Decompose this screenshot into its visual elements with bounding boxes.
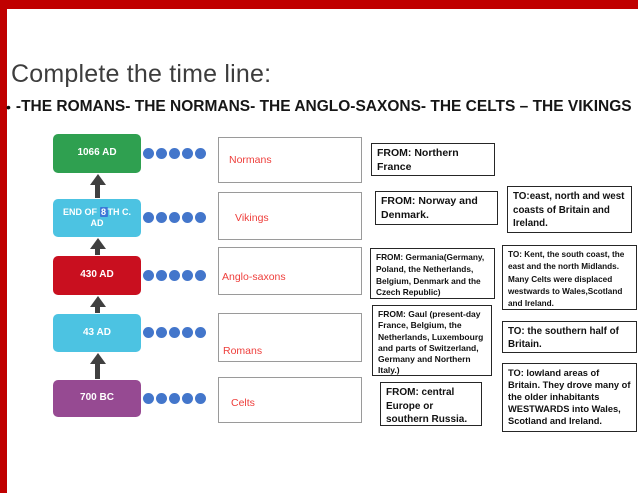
label-prefix: END OF [62, 206, 100, 217]
arrow-head [89, 238, 106, 249]
connector-dots [143, 327, 206, 338]
timeline-event-label: 1066 AD [77, 147, 117, 159]
arrow-head [89, 353, 106, 364]
from-text: FROM: Northern France [377, 147, 459, 173]
red-top-accent-bar [0, 0, 638, 9]
to-text: TO: lowland areas of Britain. They drove… [508, 368, 631, 427]
dot-icon [156, 393, 167, 404]
dot-icon [169, 212, 180, 223]
connector-dots [143, 212, 206, 223]
dot-icon [156, 148, 167, 159]
label-box-celts[interactable]: Celts [218, 377, 362, 423]
from-box-celts[interactable]: FROM: central Europe or southern Russia. [380, 382, 482, 426]
to-box-romans[interactable]: TO: the southern half of Britain. [502, 321, 637, 353]
to-text: TO:east, north and west coasts of Britai… [513, 191, 625, 230]
from-box-vikings[interactable]: FROM: Norway and Denmark. [375, 191, 498, 225]
dot-icon [143, 393, 154, 404]
arrow-shaft [95, 249, 100, 255]
dot-icon [182, 212, 193, 223]
timeline-event-43ad[interactable]: 43 AD [53, 314, 141, 352]
from-text: FROM: central Europe or southern Russia. [386, 387, 468, 425]
red-left-accent-bar [0, 0, 7, 493]
dot-icon [143, 212, 154, 223]
arrow-shaft [95, 185, 100, 198]
timeline-event-label: 43 AD [83, 326, 111, 338]
label-box-normans[interactable]: Normans [218, 137, 362, 183]
from-box-normans[interactable]: FROM: Northern France [371, 143, 495, 176]
label-box-anglo-saxons[interactable]: Anglo-saxons [218, 247, 362, 295]
arrow-shaft [95, 364, 100, 379]
timeline-event-label: 430 AD [80, 269, 114, 281]
timeline-event-700bc[interactable]: 700 BC [53, 380, 141, 417]
dot-icon [182, 148, 193, 159]
dot-icon [169, 327, 180, 338]
up-arrow-icon [89, 238, 106, 255]
dot-icon [169, 270, 180, 281]
to-text: TO: Kent, the south coast, the east and … [508, 250, 625, 309]
page-title: Complete the time line: [11, 60, 272, 88]
label-text: Romans [223, 345, 263, 357]
connector-dots [143, 393, 206, 404]
dot-icon [182, 327, 193, 338]
dot-icon [156, 327, 167, 338]
dot-icon [182, 270, 193, 281]
dot-icon [169, 148, 180, 159]
to-box-anglo-saxons[interactable]: TO: Kent, the south coast, the east and … [502, 245, 637, 310]
from-text: FROM: Norway and Denmark. [381, 195, 478, 221]
up-arrow-icon [89, 296, 106, 313]
to-box-vikings[interactable]: TO:east, north and west coasts of Britai… [507, 186, 632, 233]
dot-icon [195, 212, 206, 223]
timeline-event-label: 700 BC [80, 392, 114, 404]
label-box-vikings[interactable]: Vikings [218, 192, 362, 240]
from-text: FROM: Gaul (present-day France, Belgium,… [378, 309, 484, 376]
label-box-romans[interactable]: Romans [218, 313, 362, 362]
dot-icon [143, 270, 154, 281]
dot-icon [143, 148, 154, 159]
timeline-event-430ad[interactable]: 430 AD [53, 256, 141, 295]
dot-icon [195, 393, 206, 404]
from-box-romans[interactable]: FROM: Gaul (present-day France, Belgium,… [372, 305, 492, 376]
label-text: Anglo-saxons [222, 271, 286, 283]
connector-dots [143, 270, 206, 281]
from-box-anglo-saxons[interactable]: FROM: Germania(Germany, Poland, the Neth… [370, 248, 495, 299]
connector-dots [143, 148, 206, 159]
to-box-celts[interactable]: TO: lowland areas of Britain. They drove… [502, 363, 637, 432]
arrow-head [89, 296, 106, 307]
up-arrow-icon [89, 174, 106, 198]
dot-icon [169, 393, 180, 404]
to-text: TO: the southern half of Britain. [508, 326, 619, 351]
from-text: FROM: Germania(Germany, Poland, the Neth… [376, 252, 485, 298]
highlighted-digit[interactable]: 8 [99, 206, 108, 217]
arrow-head [89, 174, 106, 185]
label-text: Normans [229, 154, 272, 166]
dot-icon [195, 270, 206, 281]
up-arrow-icon [89, 353, 106, 379]
dot-icon [195, 148, 206, 159]
dot-icon [182, 393, 193, 404]
dot-icon [156, 270, 167, 281]
timeline-event-1066ad[interactable]: 1066 AD [53, 134, 141, 173]
dot-icon [156, 212, 167, 223]
label-text: Celts [231, 397, 255, 409]
dot-icon [143, 327, 154, 338]
dot-icon [195, 327, 206, 338]
bullet-line: • -THE ROMANS- THE NORMANS- THE ANGLO-SA… [6, 97, 632, 117]
label-text: Vikings [235, 212, 269, 224]
arrow-shaft [95, 307, 100, 313]
label-suffix: TH C. AD [90, 206, 132, 228]
bullet-marker: • [6, 99, 11, 115]
bullet-text: -THE ROMANS- THE NORMANS- THE ANGLO-SAXO… [15, 98, 632, 115]
